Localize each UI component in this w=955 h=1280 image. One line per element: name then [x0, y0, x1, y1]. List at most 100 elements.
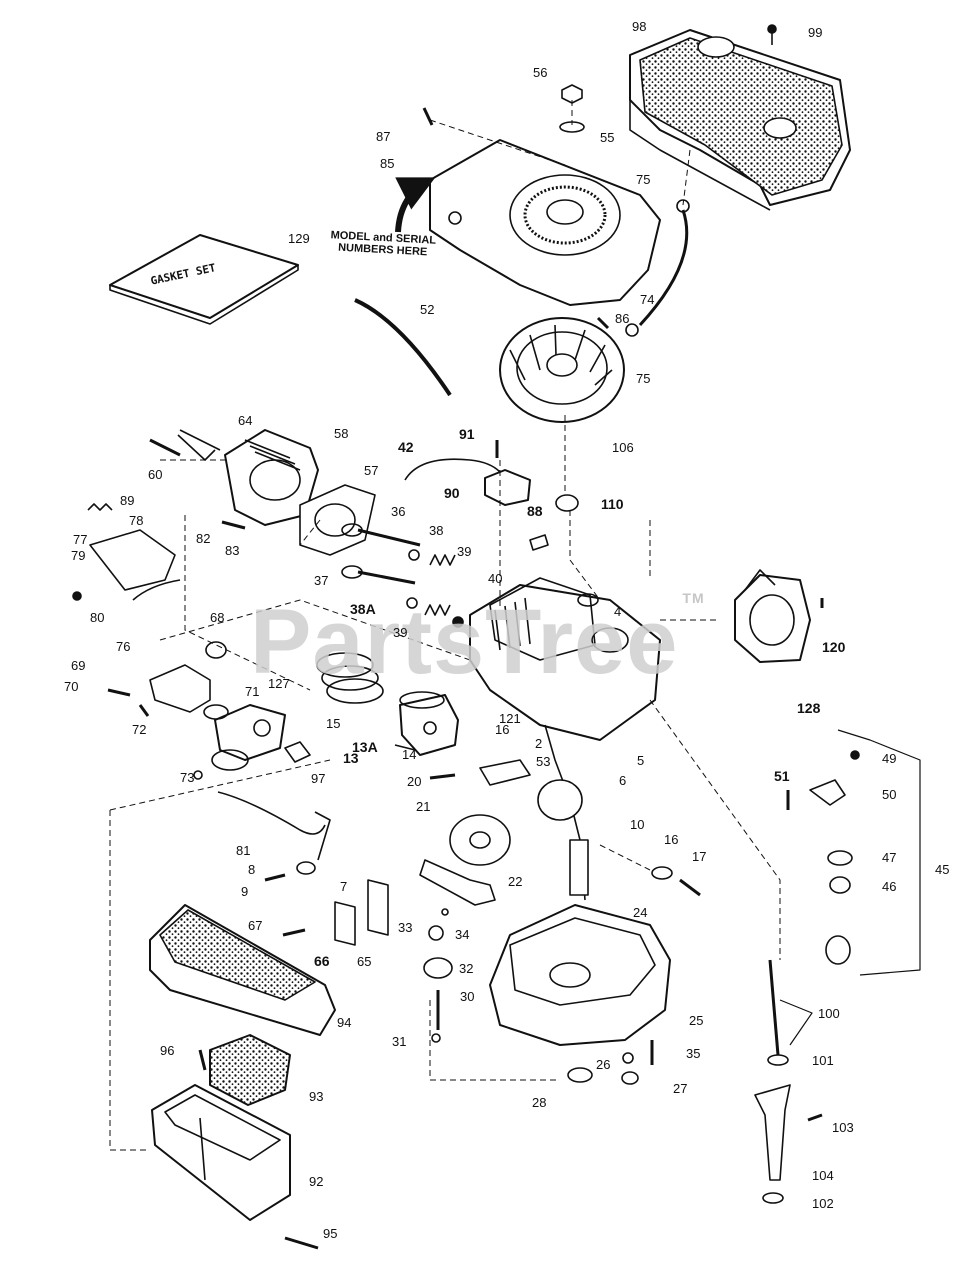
intake-69 [149, 664, 211, 713]
part-label-10: 10 [630, 817, 645, 832]
gasket-97-icon [284, 741, 311, 763]
gasket-71-icon [203, 704, 229, 720]
part-label-31: 31 [392, 1034, 407, 1049]
part-label-15: 15 [326, 716, 341, 731]
rewind-starter-128 [734, 569, 811, 663]
clamp-75b-icon [625, 323, 639, 337]
part-label-104: 104 [812, 1168, 834, 1183]
part-label-96: 96 [160, 1043, 175, 1058]
part-label-103: 103 [832, 1120, 854, 1135]
screw-17-icon [679, 878, 701, 897]
part-label-17: 17 [692, 849, 707, 864]
part-label-128: 128 [797, 700, 821, 716]
ignition-module-90 [484, 469, 531, 506]
screw-99-icon [767, 24, 777, 45]
screw-87-icon [422, 107, 434, 126]
part-label-69: 69 [71, 658, 86, 673]
retainer-38-icon [408, 549, 420, 561]
screw-80-icon [72, 591, 82, 601]
part-label-52: 52 [420, 302, 435, 317]
serial-arrow-icon [395, 177, 436, 233]
link-76-icon [132, 579, 181, 601]
washer-26-icon [622, 1052, 634, 1064]
keeper-40-icon [452, 616, 464, 628]
screw-9-icon [264, 873, 286, 882]
flywheel-106 [499, 317, 625, 423]
piston-rings-15 [316, 652, 384, 704]
part-label-27: 27 [673, 1081, 688, 1096]
connecting-rod-16 [479, 759, 531, 786]
part-label-8: 8 [248, 862, 256, 877]
part-label-101: 101 [812, 1053, 834, 1068]
key-88-icon [529, 534, 549, 551]
part-label-65: 65 [357, 954, 372, 969]
part-label-97: 97 [311, 771, 326, 786]
o-ring-101-icon [767, 1054, 789, 1066]
seal-28-icon [567, 1067, 593, 1083]
connecting-rod-22 [419, 859, 496, 906]
seal-46-icon [829, 876, 851, 894]
governor-lever-7 [314, 811, 331, 861]
dipstick-100 [768, 959, 780, 1056]
ignition-lead-42 [404, 458, 501, 481]
part-label-4: 4 [614, 604, 622, 619]
part-label-39b: 39 [393, 625, 408, 640]
part-label-110: 110 [601, 496, 624, 512]
part-label-56: 56 [533, 65, 548, 80]
seal-4-icon [577, 593, 599, 607]
assembly-lines [109, 100, 781, 1151]
screw-60-icon [149, 438, 181, 457]
part-label-77: 77 [73, 532, 88, 547]
pin-13A-icon [394, 744, 416, 751]
part-label-55: 55 [600, 130, 615, 145]
part-label-39a: 39 [457, 544, 472, 559]
part-label-7: 7 [340, 879, 348, 894]
part-label-37: 37 [314, 573, 329, 588]
part-label-6: 6 [619, 773, 627, 788]
screw-20-icon [429, 773, 456, 780]
part-label-120: 120 [822, 639, 846, 655]
piston-13 [399, 691, 459, 756]
part-label-5: 5 [637, 753, 645, 768]
part-label-30: 30 [460, 989, 475, 1004]
pre-cleaner-93 [209, 1034, 291, 1106]
fill-tube-104 [754, 1084, 791, 1181]
part-label-64: 64 [238, 413, 253, 428]
air-cleaner-cover-98 [629, 29, 851, 211]
part-label-68: 68 [210, 610, 225, 625]
spring-89-icon [87, 503, 113, 511]
part-label-129: 129 [288, 231, 310, 246]
seal-68-icon [205, 641, 227, 659]
crankshaft-10 [537, 724, 589, 901]
screw-67-icon [282, 928, 306, 937]
screw-95-icon [284, 1236, 319, 1250]
part-label-28: 28 [532, 1095, 547, 1110]
part-label-75b: 75 [636, 371, 651, 386]
tube-74 [638, 209, 689, 327]
part-label-38A: 38A [350, 601, 376, 617]
part-label-35: 35 [686, 1046, 701, 1061]
cylinder-head-58 [224, 429, 319, 526]
part-label-67: 67 [248, 918, 263, 933]
part-label-34: 34 [455, 927, 470, 942]
carburetor-127 [211, 704, 286, 771]
governor-link-81 [217, 791, 326, 835]
part-label-91: 91 [459, 426, 475, 442]
part-label-60: 60 [148, 467, 163, 482]
part-label-81: 81 [236, 843, 251, 858]
part-label-46: 46 [882, 879, 897, 894]
crankcase-cover-25 [489, 904, 671, 1046]
part-label-73: 73 [180, 770, 195, 785]
part-label-51: 51 [774, 768, 790, 784]
gasket-65 [367, 879, 389, 936]
part-label-53: 53 [536, 754, 551, 769]
part-label-94: 94 [337, 1015, 352, 1030]
part-label-16a: 16 [495, 722, 510, 737]
gasket-set-box-129 [109, 234, 299, 325]
part-label-20: 20 [407, 774, 422, 789]
part-label-36: 36 [391, 504, 406, 519]
part-label-85: 85 [380, 156, 395, 171]
part-label-58: 58 [334, 426, 349, 441]
part-label-33: 33 [398, 920, 413, 935]
